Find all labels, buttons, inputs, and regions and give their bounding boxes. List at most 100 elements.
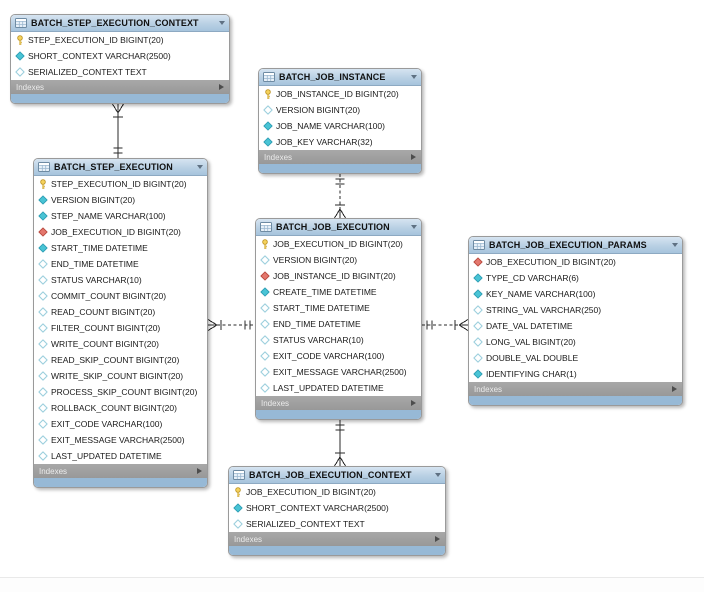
- table-header[interactable]: BATCH_JOB_INSTANCE: [259, 69, 421, 86]
- column-key_name[interactable]: KEY_NAME VARCHAR(100): [469, 286, 682, 302]
- indexes-label: Indexes: [264, 152, 293, 162]
- collapse-arrow-icon[interactable]: [411, 75, 417, 79]
- column-date_val[interactable]: DATE_VAL DATETIME: [469, 318, 682, 334]
- column-create_time[interactable]: CREATE_TIME DATETIME: [256, 284, 421, 300]
- table-header[interactable]: BATCH_STEP_EXECUTION: [34, 159, 207, 176]
- expand-arrow-icon[interactable]: [197, 468, 202, 474]
- nullable-diamond-icon: [472, 321, 483, 331]
- column-write_skip_count[interactable]: WRITE_SKIP_COUNT BIGINT(20): [34, 368, 207, 384]
- column-last_updated[interactable]: LAST_UPDATED DATETIME: [256, 380, 421, 396]
- column-identifying[interactable]: IDENTIFYING CHAR(1): [469, 366, 682, 382]
- column-rollback_count[interactable]: ROLLBACK_COUNT BIGINT(20): [34, 400, 207, 416]
- expand-arrow-icon[interactable]: [411, 154, 416, 160]
- column-commit_count[interactable]: COMMIT_COUNT BIGINT(20): [34, 288, 207, 304]
- column-version[interactable]: VERSION BIGINT(20): [256, 252, 421, 268]
- collapse-arrow-icon[interactable]: [672, 243, 678, 247]
- table-header[interactable]: BATCH_JOB_EXECUTION_PARAMS: [469, 237, 682, 254]
- nullable-diamond-icon: [259, 367, 270, 377]
- fk-diamond-icon: [37, 227, 48, 237]
- notnull-diamond-icon: [37, 195, 48, 205]
- indexes-footer[interactable]: Indexes: [229, 532, 445, 546]
- expand-arrow-icon[interactable]: [672, 386, 677, 392]
- expand-arrow-icon[interactable]: [435, 536, 440, 542]
- column-long_val[interactable]: LONG_VAL BIGINT(20): [469, 334, 682, 350]
- table-bottom-bar: [256, 410, 421, 419]
- column-double_val[interactable]: DOUBLE_VAL DOUBLE: [469, 350, 682, 366]
- column-status[interactable]: STATUS VARCHAR(10): [34, 272, 207, 288]
- table-batch_job_execution_params[interactable]: BATCH_JOB_EXECUTION_PARAMS JOB_EXECUTION…: [468, 236, 683, 406]
- column-version[interactable]: VERSION BIGINT(20): [34, 192, 207, 208]
- collapse-arrow-icon[interactable]: [435, 473, 441, 477]
- table-batch_job_execution_context[interactable]: BATCH_JOB_EXECUTION_CONTEXT JOB_EXECUTIO…: [228, 466, 446, 556]
- column-read_skip_count[interactable]: READ_SKIP_COUNT BIGINT(20): [34, 352, 207, 368]
- column-exit_message[interactable]: EXIT_MESSAGE VARCHAR(2500): [34, 432, 207, 448]
- column-job_instance_id[interactable]: JOB_INSTANCE_ID BIGINT(20): [256, 268, 421, 284]
- table-bottom-bar: [34, 478, 207, 487]
- fk-diamond-icon: [472, 257, 483, 267]
- table-header[interactable]: BATCH_JOB_EXECUTION_CONTEXT: [229, 467, 445, 484]
- nullable-diamond-icon: [37, 403, 48, 413]
- table-bottom-bar: [469, 396, 682, 405]
- table-header[interactable]: BATCH_STEP_EXECUTION_CONTEXT: [11, 15, 229, 32]
- column-exit_code[interactable]: EXIT_CODE VARCHAR(100): [256, 348, 421, 364]
- table-header[interactable]: BATCH_JOB_EXECUTION: [256, 219, 421, 236]
- column-list: STEP_EXECUTION_ID BIGINT(20) SHORT_CONTE…: [11, 32, 229, 80]
- column-exit_code[interactable]: EXIT_CODE VARCHAR(100): [34, 416, 207, 432]
- column-job_execution_id[interactable]: JOB_EXECUTION_ID BIGINT(20): [229, 484, 445, 500]
- column-job_execution_id[interactable]: JOB_EXECUTION_ID BIGINT(20): [256, 236, 421, 252]
- column-serialized_context[interactable]: SERIALIZED_CONTEXT TEXT: [11, 64, 229, 80]
- column-string_val[interactable]: STRING_VAL VARCHAR(250): [469, 302, 682, 318]
- column-job_key[interactable]: JOB_KEY VARCHAR(32): [259, 134, 421, 150]
- column-job_execution_id[interactable]: JOB_EXECUTION_ID BIGINT(20): [34, 224, 207, 240]
- column-job_name[interactable]: JOB_NAME VARCHAR(100): [259, 118, 421, 134]
- indexes-footer[interactable]: Indexes: [256, 396, 421, 410]
- column-serialized_context[interactable]: SERIALIZED_CONTEXT TEXT: [229, 516, 445, 532]
- indexes-footer[interactable]: Indexes: [34, 464, 207, 478]
- collapse-arrow-icon[interactable]: [197, 165, 203, 169]
- indexes-label: Indexes: [474, 384, 503, 394]
- column-status[interactable]: STATUS VARCHAR(10): [256, 332, 421, 348]
- table-batch_step_execution[interactable]: BATCH_STEP_EXECUTION STEP_EXECUTION_ID B…: [33, 158, 208, 488]
- column-filter_count[interactable]: FILTER_COUNT BIGINT(20): [34, 320, 207, 336]
- table-icon: [233, 470, 245, 480]
- column-type_cd[interactable]: TYPE_CD VARCHAR(6): [469, 270, 682, 286]
- nullable-diamond-icon: [259, 255, 270, 265]
- fk-diamond-icon: [259, 271, 270, 281]
- notnull-diamond-icon: [472, 273, 483, 283]
- table-bottom-bar: [259, 164, 421, 173]
- table-batch_step_execution_context[interactable]: BATCH_STEP_EXECUTION_CONTEXT STEP_EXECUT…: [10, 14, 230, 104]
- indexes-footer[interactable]: Indexes: [469, 382, 682, 396]
- primary-key-icon: [14, 34, 25, 46]
- indexes-footer[interactable]: Indexes: [259, 150, 421, 164]
- column-start_time[interactable]: START_TIME DATETIME: [256, 300, 421, 316]
- collapse-arrow-icon[interactable]: [411, 225, 417, 229]
- column-process_skip_count[interactable]: PROCESS_SKIP_COUNT BIGINT(20): [34, 384, 207, 400]
- column-step_execution_id[interactable]: STEP_EXECUTION_ID BIGINT(20): [34, 176, 207, 192]
- column-step_execution_id[interactable]: STEP_EXECUTION_ID BIGINT(20): [11, 32, 229, 48]
- column-short_context[interactable]: SHORT_CONTEXT VARCHAR(2500): [229, 500, 445, 516]
- column-step_name[interactable]: STEP_NAME VARCHAR(100): [34, 208, 207, 224]
- column-job_instance_id[interactable]: JOB_INSTANCE_ID BIGINT(20): [259, 86, 421, 102]
- column-start_time[interactable]: START_TIME DATETIME: [34, 240, 207, 256]
- expand-arrow-icon[interactable]: [411, 400, 416, 406]
- column-write_count[interactable]: WRITE_COUNT BIGINT(20): [34, 336, 207, 352]
- table-title: BATCH_JOB_EXECUTION_PARAMS: [489, 240, 647, 250]
- table-icon: [38, 162, 50, 172]
- column-short_context[interactable]: SHORT_CONTEXT VARCHAR(2500): [11, 48, 229, 64]
- column-exit_message[interactable]: EXIT_MESSAGE VARCHAR(2500): [256, 364, 421, 380]
- column-last_updated[interactable]: LAST_UPDATED DATETIME: [34, 448, 207, 464]
- table-batch_job_instance[interactable]: BATCH_JOB_INSTANCE JOB_INSTANCE_ID BIGIN…: [258, 68, 422, 174]
- indexes-label: Indexes: [16, 82, 45, 92]
- collapse-arrow-icon[interactable]: [219, 21, 225, 25]
- column-job_execution_id[interactable]: JOB_EXECUTION_ID BIGINT(20): [469, 254, 682, 270]
- expand-arrow-icon[interactable]: [219, 84, 224, 90]
- table-title: BATCH_JOB_EXECUTION: [276, 222, 390, 232]
- column-read_count[interactable]: READ_COUNT BIGINT(20): [34, 304, 207, 320]
- table-batch_job_execution[interactable]: BATCH_JOB_EXECUTION JOB_EXECUTION_ID BIG…: [255, 218, 422, 420]
- column-end_time[interactable]: END_TIME DATETIME: [256, 316, 421, 332]
- column-end_time[interactable]: END_TIME DATETIME: [34, 256, 207, 272]
- indexes-footer[interactable]: Indexes: [11, 80, 229, 94]
- column-version[interactable]: VERSION BIGINT(20): [259, 102, 421, 118]
